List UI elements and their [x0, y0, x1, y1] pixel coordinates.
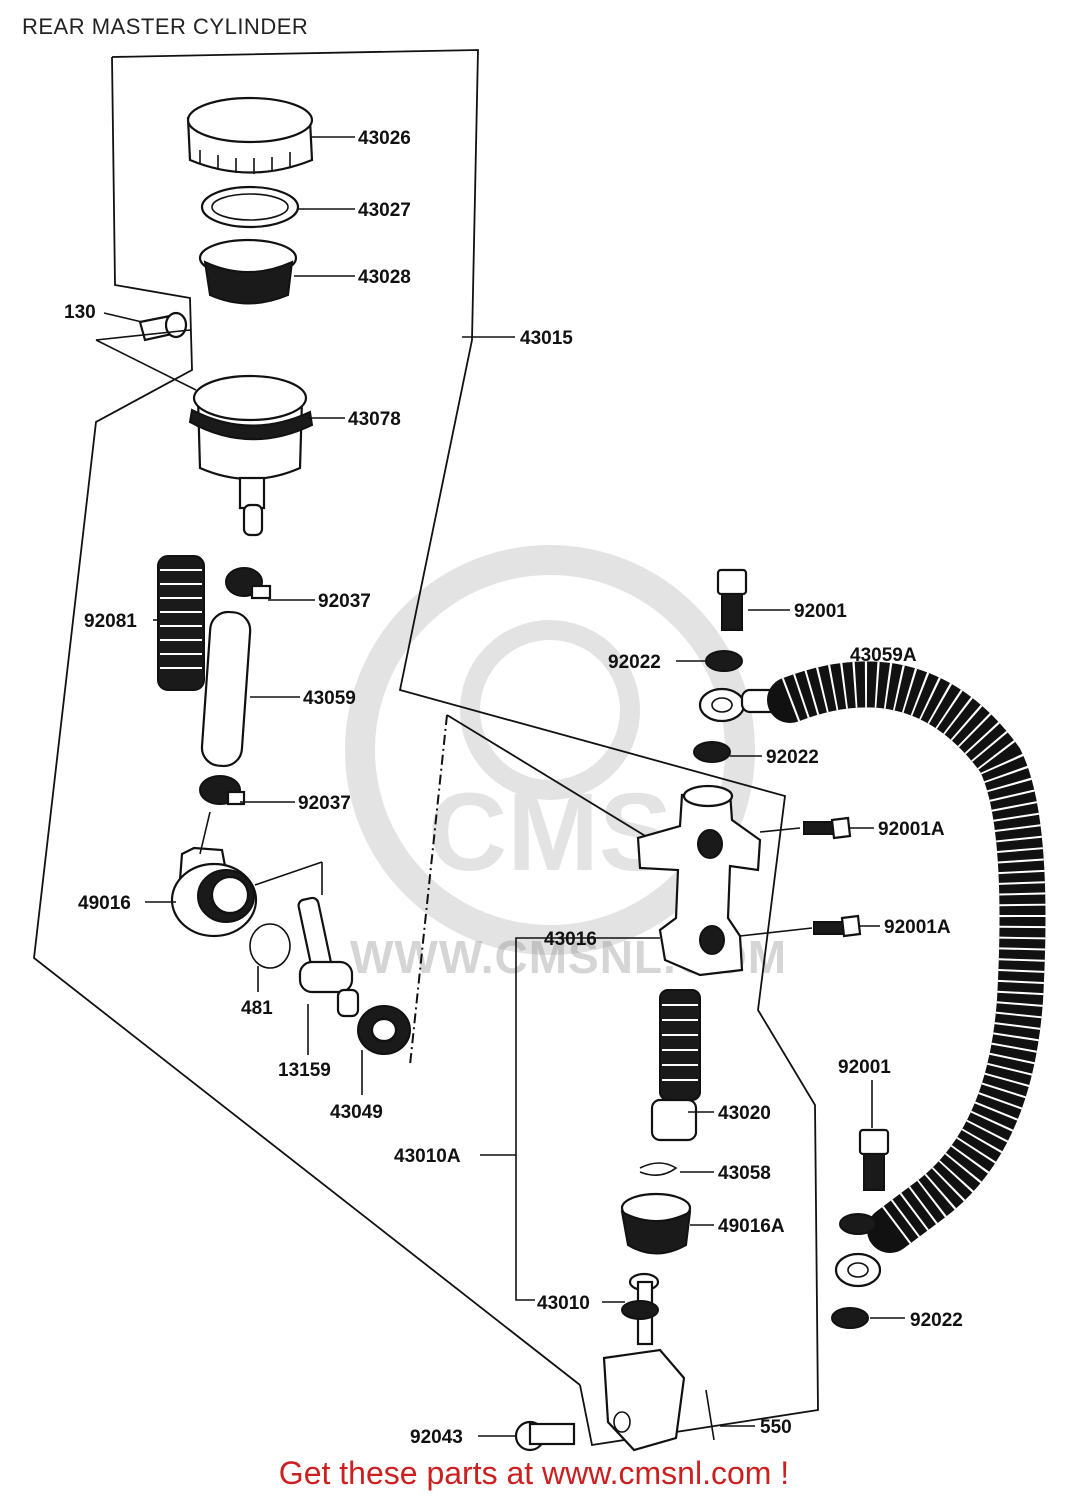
- label-43078: 43078: [348, 409, 401, 430]
- bolt-92001-lower: [858, 1128, 890, 1191]
- label-49016A: 49016A: [718, 1216, 785, 1237]
- label-92001-top: 92001: [794, 601, 847, 622]
- clip-43058: [639, 1162, 678, 1176]
- label-92022-top: 92022: [608, 652, 661, 673]
- frame-upper-left: [33, 56, 581, 1386]
- label-43010A: 43010A: [394, 1146, 461, 1167]
- clamp-92037-top: [225, 567, 272, 600]
- label-550: 550: [760, 1417, 792, 1438]
- washer-92022-top: [705, 650, 743, 672]
- push-rod-43010: [621, 1272, 660, 1346]
- label-43059A: 43059A: [850, 645, 917, 666]
- label-92022-bottom: 92022: [910, 1310, 963, 1331]
- piston-43020: [650, 989, 701, 1142]
- label-481: 481: [241, 998, 273, 1019]
- washer-92022-bottom: [831, 1307, 869, 1329]
- bolt-130: [138, 311, 188, 342]
- boot-49016A: [620, 1192, 692, 1255]
- bolt-92001-top: [716, 568, 748, 631]
- label-130: 130: [64, 302, 96, 323]
- spring-92081: [157, 555, 205, 691]
- circlip-481: [249, 923, 291, 969]
- label-43020: 43020: [718, 1103, 771, 1124]
- label-43027: 43027: [358, 200, 411, 221]
- label-43016: 43016: [544, 929, 597, 950]
- label-43028: 43028: [358, 267, 411, 288]
- frame-43010A: [409, 714, 448, 1066]
- footer-link[interactable]: Get these parts at www.cmsnl.com !: [278, 1455, 790, 1491]
- label-92001A-upper: 92001A: [878, 819, 945, 840]
- clevis: [602, 1348, 686, 1452]
- label-92001-lower: 92001: [838, 1057, 891, 1078]
- label-92001A-lower: 92001A: [884, 917, 951, 938]
- fitting-13159: [297, 896, 360, 1018]
- label-92022-mid: 92022: [766, 747, 819, 768]
- cap-49016: [170, 846, 258, 938]
- banjo-fitting-lower: [834, 1252, 882, 1288]
- label-92037-bottom: 92037: [298, 793, 351, 814]
- label-43049: 43049: [330, 1102, 383, 1123]
- label-43015: 43015: [520, 328, 573, 349]
- label-43010: 43010: [537, 1293, 590, 1314]
- leader-lines: [95, 136, 905, 1437]
- bleeder-92001A-lower: [813, 914, 862, 938]
- cap-43026: [186, 96, 314, 174]
- cotter-pin-550: [705, 1389, 715, 1441]
- diaphragm-43028: [198, 238, 298, 305]
- frame-43015: [111, 49, 819, 1447]
- brake-hose-43059A: [767, 661, 1046, 1253]
- bleeder-92001A-upper: [803, 816, 852, 840]
- watermark-logo-text: CMS: [428, 771, 672, 894]
- label-43059: 43059: [303, 688, 356, 709]
- gasket-43027: [200, 185, 300, 229]
- hose-43059: [200, 610, 252, 768]
- label-92043: 92043: [410, 1427, 463, 1448]
- master-cylinder-43016: [636, 784, 762, 977]
- washer-lower-a: [839, 1213, 877, 1235]
- pin-92043: [514, 1420, 576, 1452]
- parts-diagram: 43026 43027 43028 130 43015 43078 92037 …: [33, 49, 1046, 1452]
- reservoir-43078: [188, 374, 314, 537]
- label-43058: 43058: [718, 1163, 771, 1184]
- label-49016: 49016: [78, 893, 131, 914]
- washer-92022-mid: [693, 741, 731, 763]
- label-13159: 13159: [278, 1060, 331, 1081]
- label-43026: 43026: [358, 128, 411, 149]
- clamp-92037-bottom: [199, 775, 246, 806]
- nut-43049: [357, 1005, 411, 1055]
- label-92037-top: 92037: [318, 591, 371, 612]
- label-92081: 92081: [84, 611, 137, 632]
- page-title: REAR MASTER CYLINDER: [22, 14, 309, 39]
